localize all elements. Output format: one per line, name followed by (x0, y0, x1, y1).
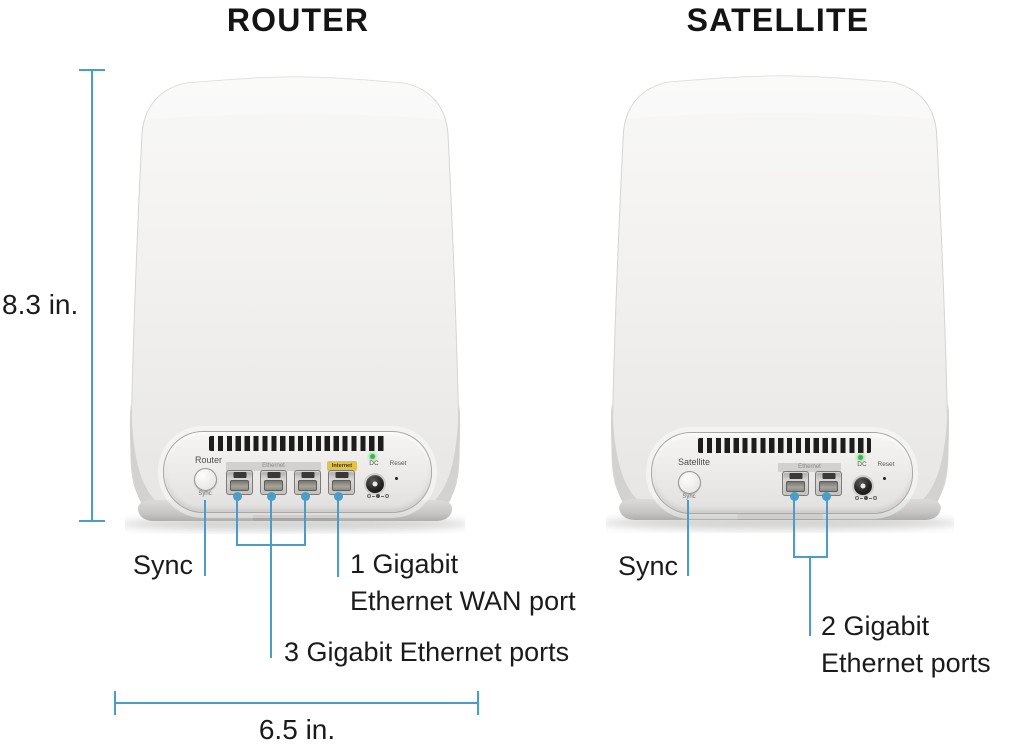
satellite-sync-callout-label: Sync (618, 551, 679, 581)
satellite-power-led-icon (858, 455, 863, 460)
satellite-dc-polarity-icon (855, 496, 877, 500)
router-reset-label: Reset (389, 460, 407, 467)
router-reset-hole (395, 477, 398, 480)
router-wan-callout-dot (334, 492, 343, 501)
router-port1-callout-dot (233, 492, 242, 501)
satellite-sync-callout-line (687, 500, 689, 576)
router-sync-button (194, 468, 217, 491)
router-power-led-icon (370, 454, 375, 459)
satellite-ethernet-port-1 (782, 471, 809, 496)
satellite-ethernet-group-label: Ethernet (778, 463, 841, 472)
width-dimension-right-cap (477, 691, 479, 715)
router-wan-callout-line (337, 499, 339, 577)
router-port2-callout-dot (267, 492, 276, 501)
satellite-port1-callout-dot (790, 492, 799, 501)
router-ethernet-port-2 (260, 470, 287, 495)
height-dimension-bottom-cap (79, 520, 105, 522)
satellite-reset-label: Reset (877, 461, 895, 468)
router-title: ROUTER (226, 2, 370, 38)
height-dimension-line (91, 70, 93, 522)
router-rear-panel: Router Sync Ethernet Internet DC Reset (163, 431, 432, 513)
router-lan-callout-label: 3 Gigabit Ethernet ports (284, 637, 570, 667)
router-sync-callout-label: Sync (133, 550, 194, 580)
satellite-port2-callout-line (826, 499, 828, 558)
router-dc-polarity-icon (367, 494, 389, 498)
satellite-title: SATELLITE (686, 2, 870, 38)
router-port2-callout-line (270, 499, 272, 658)
satellite-lan-callout-bracket (793, 556, 828, 558)
satellite-lan-callout-stem (809, 558, 811, 636)
router-wan-callout-label: 1 Gigabit Ethernet WAN port (350, 549, 576, 616)
router-ethernet-group-label: Ethernet (226, 462, 321, 471)
height-dimension-label: 8.3 in. (2, 289, 79, 320)
router-port3-callout-line (304, 499, 306, 546)
router-dc-label: DC (369, 460, 379, 467)
satellite-device-body (606, 75, 954, 530)
router-internet-tag: Internet (327, 461, 357, 471)
router-internet-wan-port (328, 470, 355, 495)
router-sync-button-label: Sync (198, 491, 212, 497)
satellite-reset-hole (883, 477, 886, 480)
satellite-dc-power-jack (854, 477, 872, 495)
satellite-dc-label: DC (857, 461, 867, 468)
satellite-sync-button-label: Sync (682, 494, 696, 500)
satellite-panel-name-label: Satellite (678, 457, 711, 467)
router-sync-callout-line (204, 500, 206, 576)
router-port3-callout-dot (301, 492, 310, 501)
width-dimension-line (115, 702, 478, 704)
router-dc-power-jack (366, 475, 384, 493)
router-ethernet-port-1 (226, 470, 253, 495)
router-panel-name-label: Router (195, 455, 223, 465)
router-ethernet-port-3 (294, 470, 321, 495)
router-lan-callout-bracket (236, 544, 306, 546)
satellite-port1-callout-line (793, 499, 795, 558)
router-device-body (125, 76, 465, 531)
width-dimension-label: 6.5 in. (258, 714, 336, 745)
router-vent-grille-icon (209, 436, 387, 451)
router-port1-callout-line (236, 499, 238, 546)
satellite-lan-callout-label: 2 Gigabit Ethernet ports (821, 611, 991, 678)
satellite-sync-button (678, 471, 701, 494)
satellite-port2-callout-dot (822, 492, 831, 501)
satellite-vent-grille-icon (698, 438, 871, 453)
satellite-rear-panel: Satellite Sync Ethernet DC Reset (651, 432, 913, 514)
